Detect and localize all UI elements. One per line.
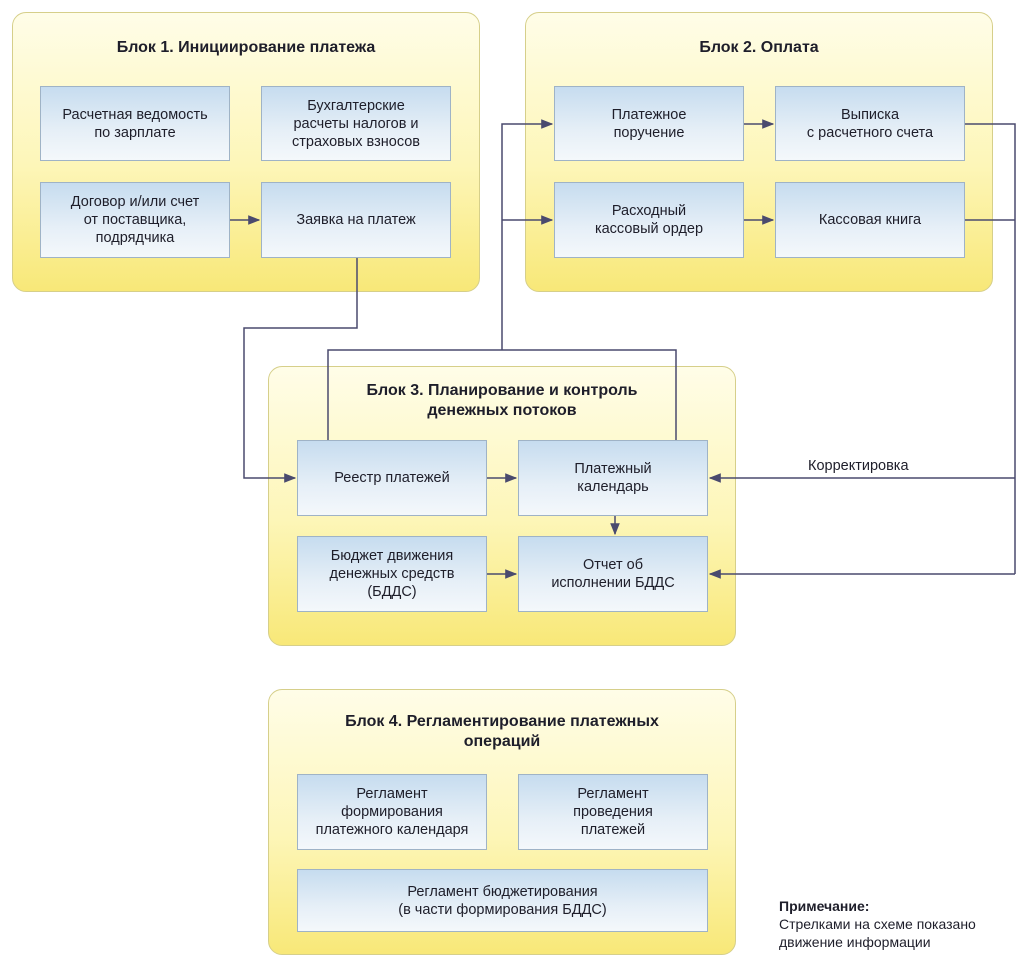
block-4-title: Блок 4. Регламентирование платежных опер… [345,713,659,750]
box-cash-flow-budget: Бюджет движения денежных средств (БДДС) [297,536,487,612]
box-tax-calculations: Бухгалтерские расчеты налогов и страховы… [261,86,451,161]
box-reg-payments: Регламент проведения платежей [518,774,708,850]
correction-label: Корректировка [808,458,909,474]
box-cash-book: Кассовая книга [775,182,965,258]
note-line-2: движение информации [779,934,931,950]
box-payroll: Расчетная ведомость по зарплате [40,86,230,161]
box-bank-statement: Выписка с расчетного счета [775,86,965,161]
block-1-title: Блок 1. Инициирование платежа [116,39,376,56]
box-payment-order: Платежное поручение [554,86,744,161]
block-2-title: Блок 2. Оплата [699,39,819,56]
box-payment-registry: Реестр платежей [297,440,487,516]
note-line-1: Стрелками на схеме показано [779,916,976,932]
block-3-title: Блок 3. Планирование и контроль денежных… [366,382,638,419]
box-contract: Договор и/или счет от поставщика, подряд… [40,182,230,258]
box-budget-report: Отчет об исполнении БДДС [518,536,708,612]
box-reg-budgeting: Регламент бюджетирования (в части формир… [297,869,708,932]
box-cash-order: Расходный кассовый ордер [554,182,744,258]
box-payment-request: Заявка на платеж [261,182,451,258]
box-payment-calendar: Платежный календарь [518,440,708,516]
note: Примечание: Стрелками на схеме показано … [779,897,976,951]
box-reg-calendar: Регламент формирования платежного календ… [297,774,487,850]
note-title: Примечание: [779,898,870,914]
